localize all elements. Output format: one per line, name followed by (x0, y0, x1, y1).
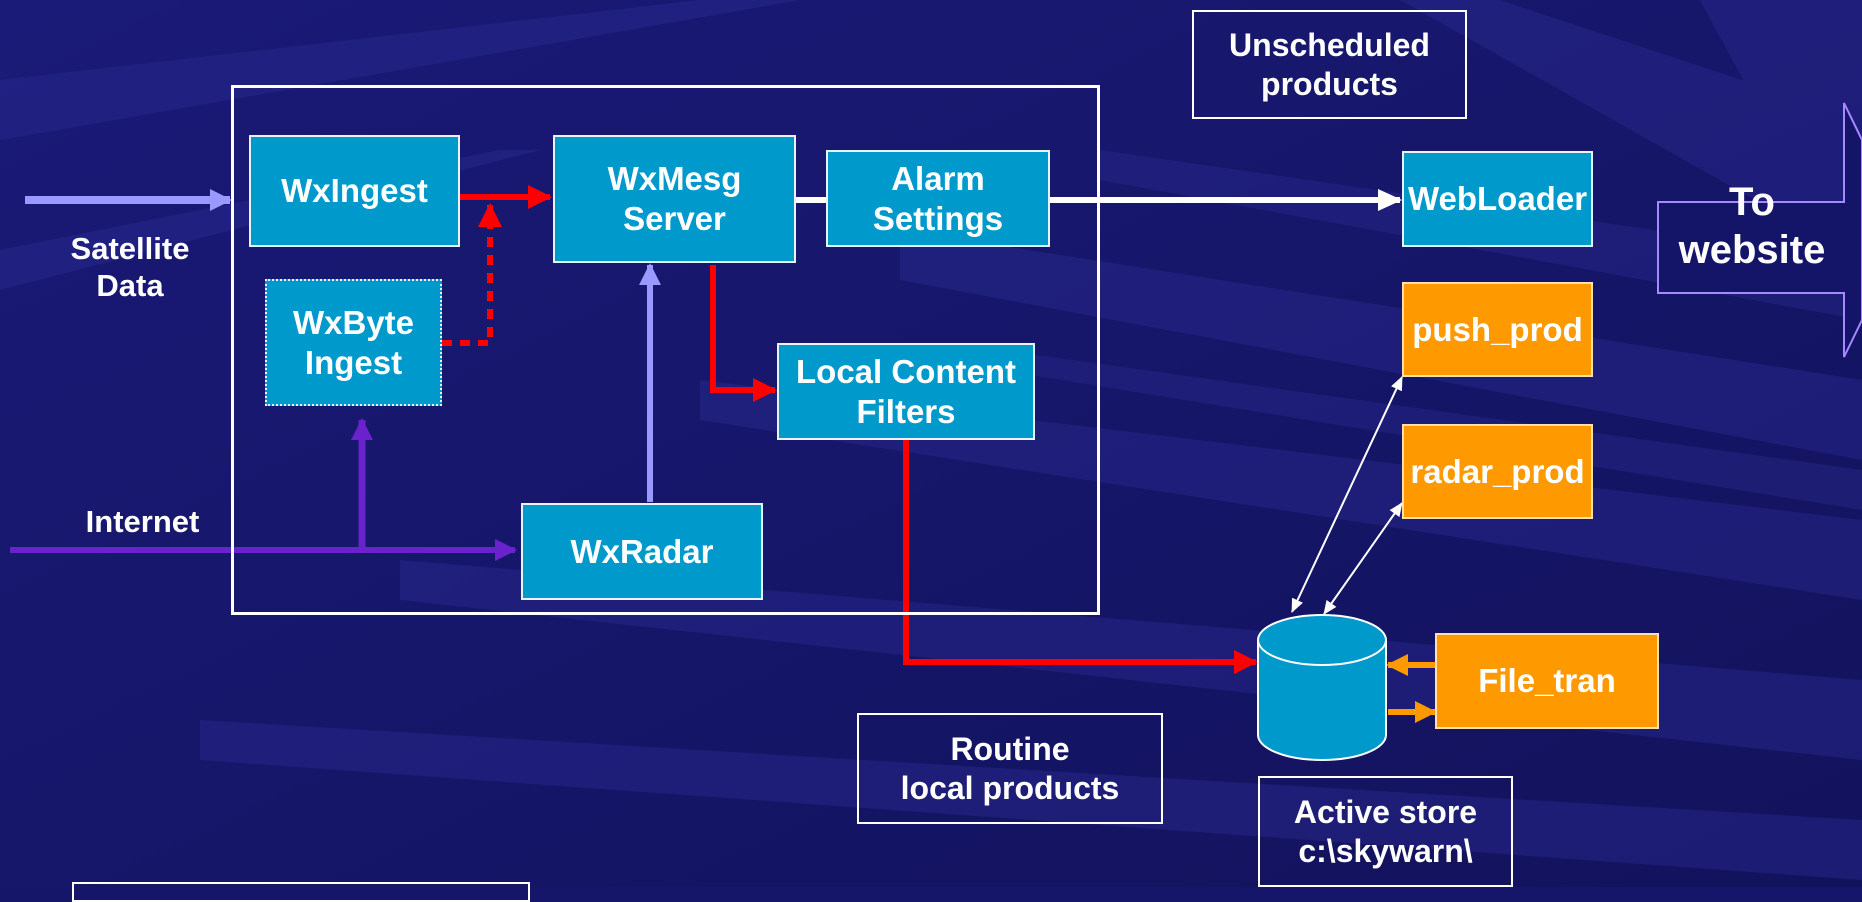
footer-box (72, 882, 530, 902)
internet-input-line (10, 418, 517, 561)
store-push-prod-link (1291, 376, 1403, 613)
wxradar-box: WxRadar (521, 503, 763, 600)
right-block-arrow-icon (1657, 102, 1862, 358)
database-cylinder-icon (1257, 614, 1387, 761)
internet-label: Internet (85, 504, 200, 539)
wxmesg-to-filters-line (710, 265, 777, 402)
wxbyte-ingest-box: WxByte Ingest (265, 279, 442, 406)
routine-local-products-note: Routine local products (857, 713, 1163, 824)
filters-to-store-line (903, 440, 1258, 674)
unscheduled-products-note: Unscheduled products (1192, 10, 1467, 119)
to-website-label: To website (1678, 180, 1826, 272)
webloader-box: WebLoader (1402, 151, 1593, 247)
filetran-store-link (1386, 654, 1437, 723)
wxingest-box: WxIngest (249, 135, 460, 247)
file-tran-box: File_tran (1435, 633, 1659, 729)
wxmesg-server-box: WxMesg Server (553, 135, 796, 263)
active-store-note: Active store c:\skywarn\ (1258, 776, 1513, 887)
alarm-settings-box: Alarm Settings (826, 150, 1050, 247)
radar-prod-box: radar_prod (1402, 424, 1593, 519)
push-prod-box: push_prod (1402, 282, 1593, 377)
local-content-filters-box: Local Content Filters (777, 343, 1035, 440)
satellite-data-label: Satellite Data (70, 231, 190, 304)
store-radar-prod-link (1323, 502, 1403, 615)
system-boundary (231, 85, 1100, 615)
